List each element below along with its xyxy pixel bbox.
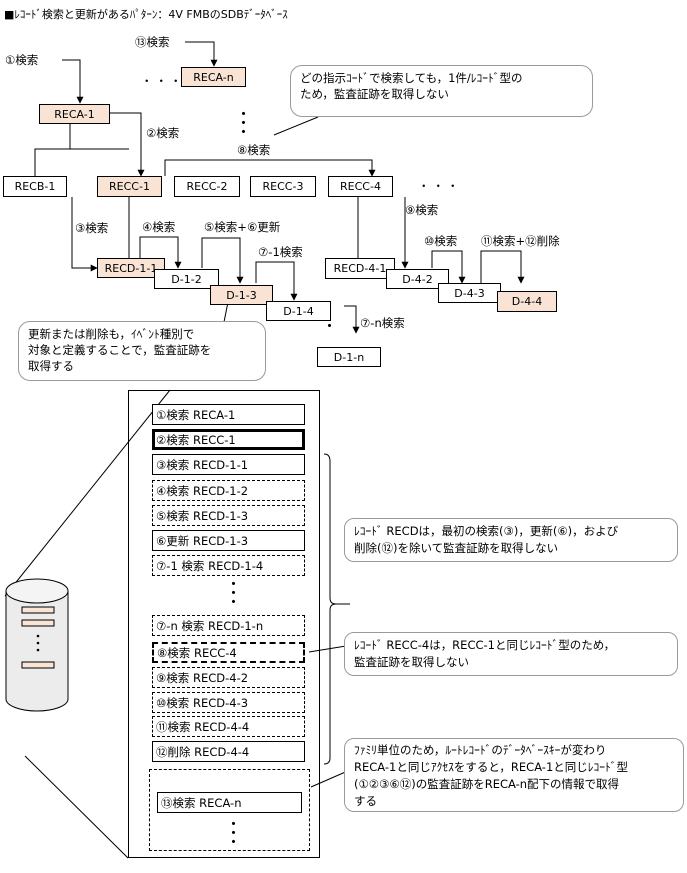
- record-d-4-3: D-4-3: [438, 283, 501, 303]
- label-search-5-update-6: ⑤検索+⑥更新: [204, 220, 281, 234]
- label-search-4: ④検索: [142, 220, 176, 234]
- ellipsis-h-1: ・・・: [141, 74, 185, 88]
- op-row-1: ①検索 RECA-1: [152, 404, 305, 425]
- record-d-4-2: D-4-2: [386, 269, 449, 289]
- label-search-1: ①検索: [5, 53, 39, 67]
- ellipsis-v-1: ・・・: [236, 105, 252, 141]
- operations-panel: [128, 390, 320, 858]
- op-row-7-1: ⑦-1 検索 RECD-1-4: [152, 555, 305, 576]
- callout-update-delete-event: 更新または削除も，ｲﾍﾞﾝﾄ種別で 対象と定義することで，監査証跡を 取得する: [18, 321, 266, 381]
- callout-one-record-type: どの指示ｺｰﾄﾞで検索しても，1件/ﾚｺｰﾄﾞ型の ため，監査証跡を取得しない: [290, 65, 593, 117]
- op-row-6: ⑥更新 RECD-1-3: [152, 530, 305, 551]
- label-search-7-n: ⑦-n検索: [360, 316, 405, 330]
- record-d-1-2: D-1-2: [154, 269, 219, 289]
- label-search-11-delete-12: ⑪検索+⑫削除: [481, 234, 560, 248]
- record-reca-n: RECA-n: [181, 67, 246, 87]
- family-group: [149, 769, 310, 851]
- record-recd-4-1: RECD-4-1: [325, 258, 395, 279]
- op-row-12: ⑫削除 RECD-4-4: [152, 741, 305, 762]
- note-recc-4: ﾚｺｰﾄﾞ RECC-4は，RECC-1と同じﾚｺｰﾄﾞ型のため， 監査証跡を取…: [344, 632, 678, 676]
- record-reca-1: RECA-1: [39, 104, 110, 124]
- op-row-11: ⑪検索 RECD-4-4: [152, 716, 305, 737]
- op-row-7-n: ⑦-n 検索 RECD-1-n: [152, 615, 305, 636]
- label-search-9: ⑨検索: [405, 203, 439, 217]
- record-d-1-4: D-1-4: [266, 301, 331, 321]
- record-recc-3: RECC-3: [250, 176, 316, 197]
- ellipsis-h-2: ・・・: [418, 179, 462, 193]
- op-row-2: ②検索 RECC-1: [152, 429, 305, 450]
- label-search-13: ⑬検索: [135, 35, 170, 49]
- note-family: ﾌｧﾐﾘ単位のため，ﾙｰﾄﾚｺｰﾄﾞのﾃﾞｰﾀﾍﾞｰｽｷｰが変わり RECA-1…: [344, 738, 684, 812]
- label-search-10: ⑩検索: [424, 234, 458, 248]
- note-recd: ﾚｺｰﾄﾞ RECDは，最初の検索(③)，更新(⑥)，および 削除(⑫)を除いて…: [344, 518, 678, 562]
- record-recb-1: RECB-1: [3, 176, 67, 197]
- label-search-8: ⑧検索: [237, 143, 271, 157]
- record-recd-1-1: RECD-1-1: [97, 258, 165, 278]
- op-row-10: ⑩検索 RECD-4-3: [152, 692, 305, 713]
- record-d-1-n: D-1-n: [317, 347, 381, 367]
- op-row-4: ④検索 RECD-1-2: [152, 480, 305, 501]
- record-recc-1: RECC-1: [97, 176, 162, 197]
- label-search-2: ②検索: [146, 126, 180, 140]
- ellipsis-v-3: ・・・: [226, 575, 242, 611]
- op-row-3: ③検索 RECD-1-1: [152, 454, 305, 475]
- op-row-5: ⑤検索 RECD-1-3: [152, 505, 305, 526]
- record-recc-4: RECC-4: [328, 176, 393, 197]
- diagram-title: ■ﾚｺｰﾄﾞ検索と更新があるﾊﾟﾀｰﾝ：4V FMBのSDBﾃﾞｰﾀﾍﾞｰｽ: [4, 8, 288, 21]
- op-row-13: ⑬検索 RECA-n: [157, 792, 302, 813]
- record-d-4-4: D-4-4: [497, 291, 557, 312]
- record-d-1-3: D-1-3: [210, 285, 273, 305]
- database-icon: [5, 578, 69, 712]
- label-search-3: ③検索: [75, 221, 109, 235]
- op-row-8: ⑧検索 RECC-4: [152, 642, 305, 663]
- ellipsis-v-4: ・・・: [226, 815, 242, 851]
- label-search-7-1: ⑦-1検索: [258, 245, 303, 259]
- op-row-9: ⑨検索 RECD-4-2: [152, 667, 305, 688]
- record-recc-2: RECC-2: [174, 176, 240, 197]
